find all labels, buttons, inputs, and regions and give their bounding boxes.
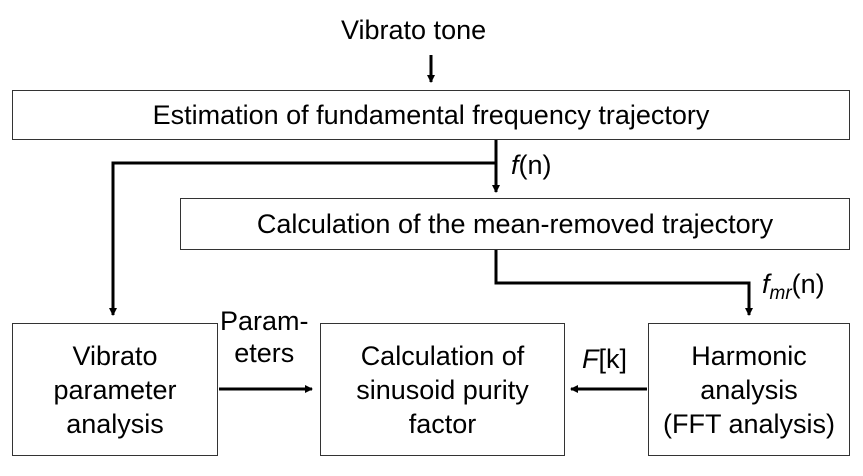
harmonic-analysis-box: Harmonic analysis (FFT analysis) bbox=[648, 323, 850, 456]
arrow-mean-removed-to-harmonic bbox=[494, 250, 753, 316]
purity-box-line-2: sinusoid purity bbox=[356, 374, 529, 405]
mean-removed-box-text: Calculation of the mean-removed trajecto… bbox=[256, 209, 774, 239]
f-mr-variable: f bbox=[762, 269, 770, 299]
harmonic-box-line-3: (FFT analysis) bbox=[662, 408, 836, 439]
estimation-box: Estimation of fundamental frequency traj… bbox=[12, 90, 850, 140]
estimation-box-text: Estimation of fundamental frequency traj… bbox=[152, 100, 710, 130]
parameters-label: Param- eters bbox=[220, 305, 309, 369]
F-k-variable: F bbox=[582, 344, 599, 374]
f-n-argument: (n) bbox=[518, 150, 552, 180]
vibrato-box-line-2: parameter bbox=[53, 374, 177, 405]
f-n-variable: f bbox=[511, 150, 519, 180]
purity-box-line-3: factor bbox=[408, 408, 477, 439]
arrow-estimation-to-vibrato-analysis bbox=[109, 161, 496, 316]
signal-label-F-k: F[k] bbox=[582, 343, 627, 375]
purity-box-line-1: Calculation of bbox=[360, 340, 525, 371]
sinusoid-purity-box: Calculation of sinusoid purity factor bbox=[320, 323, 565, 456]
parameters-label-line-2: eters bbox=[234, 338, 295, 368]
F-k-argument: [k] bbox=[598, 344, 628, 374]
vibrato-box-line-3: analysis bbox=[66, 408, 164, 439]
f-mr-argument: (n) bbox=[791, 269, 825, 299]
harmonic-box-line-1: Harmonic bbox=[691, 340, 807, 371]
vibrato-parameter-analysis-box: Vibrato parameter analysis bbox=[12, 323, 218, 456]
f-mr-subscript: mr bbox=[769, 283, 792, 304]
vibrato-box-line-1: Vibrato bbox=[72, 340, 158, 371]
parameters-label-line-1: Param- bbox=[220, 306, 309, 336]
harmonic-box-line-2: analysis bbox=[700, 374, 798, 405]
signal-label-f-n: f(n) bbox=[511, 149, 552, 181]
signal-label-f-mr-n: fmr(n) bbox=[762, 268, 825, 310]
mean-removed-box: Calculation of the mean-removed trajecto… bbox=[180, 198, 850, 250]
input-label: Vibrato tone bbox=[341, 15, 487, 45]
